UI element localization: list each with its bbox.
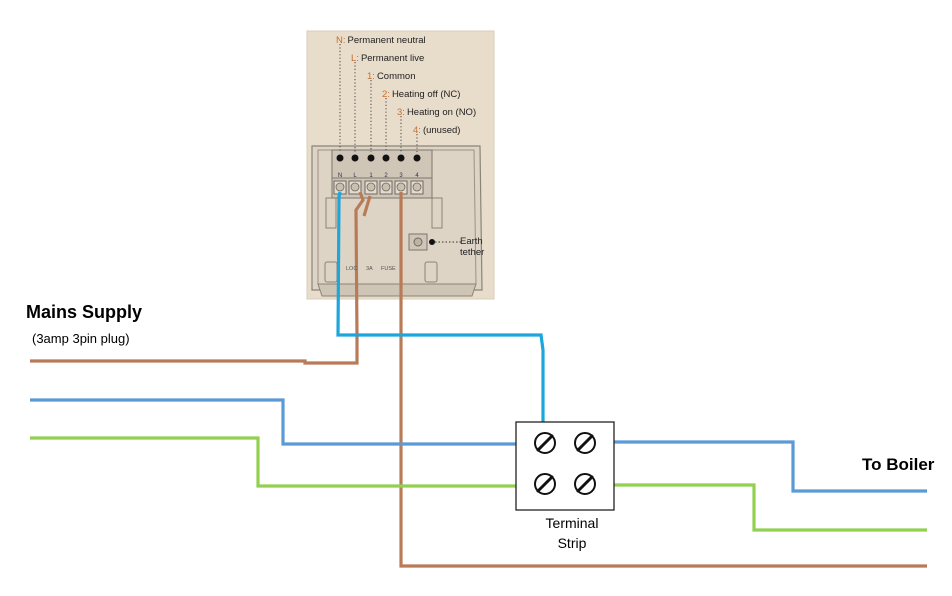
terminal-desc: Common [377, 71, 416, 82]
socket-mark-n: N [338, 173, 342, 179]
terminal-leader-lines [339, 44, 418, 152]
terminal-code: N [336, 35, 343, 46]
earth-tether-label: Earth tether [460, 236, 485, 258]
to-boiler-label: To Boiler [862, 455, 935, 474]
terminal-strip-label: Terminal Strip [545, 515, 599, 551]
socket-mark-3: 3 [399, 173, 403, 179]
terminal-desc: Permanent live [361, 53, 424, 64]
blue-wire-neutral [30, 398, 927, 493]
terminal-desc: Heating off (NC) [392, 89, 460, 100]
terminal-code: 3 [397, 107, 402, 118]
socket-mark-l: L [353, 173, 357, 179]
socket-mark-1: 1 [369, 173, 373, 179]
mains-supply-title: Mains Supply [26, 302, 143, 322]
backplate-text-3a: 3A [366, 266, 373, 272]
socket-mark-2: 2 [384, 173, 388, 179]
terminal-label-1: 1:Common [367, 71, 415, 82]
terminal-code: 1 [367, 71, 372, 82]
terminal-desc: Heating on (NO) [407, 107, 476, 118]
cyan-wire-thermostat-neutral [336, 191, 545, 436]
green-wire-earth [30, 436, 927, 532]
mains-supply-subtitle: (3amp 3pin plug) [32, 331, 130, 346]
backplate-text-fuse: FUSE [381, 266, 396, 272]
terminal-code: L [351, 53, 356, 64]
terminal-label-l: L:Permanent live [351, 53, 424, 64]
terminal-label-4: 4:(unused) [413, 125, 460, 136]
terminal-label-3: 3:Heating on (NO) [397, 107, 476, 118]
terminal-label-2: 2:Heating off (NC) [382, 89, 460, 100]
terminal-strip [515, 421, 615, 511]
terminal-label-n: N:Permanent neutral [336, 35, 426, 46]
terminal-code: 2 [382, 89, 387, 100]
brown-wire-switched-live [399, 192, 927, 568]
terminal-desc: (unused) [423, 125, 461, 136]
socket-mark-4: 4 [415, 173, 419, 179]
terminal-code: 4 [413, 125, 418, 136]
brown-wire-mains [30, 191, 372, 365]
terminal-desc: Permanent neutral [348, 35, 426, 46]
backplate-text-loc: LOC [346, 266, 357, 272]
